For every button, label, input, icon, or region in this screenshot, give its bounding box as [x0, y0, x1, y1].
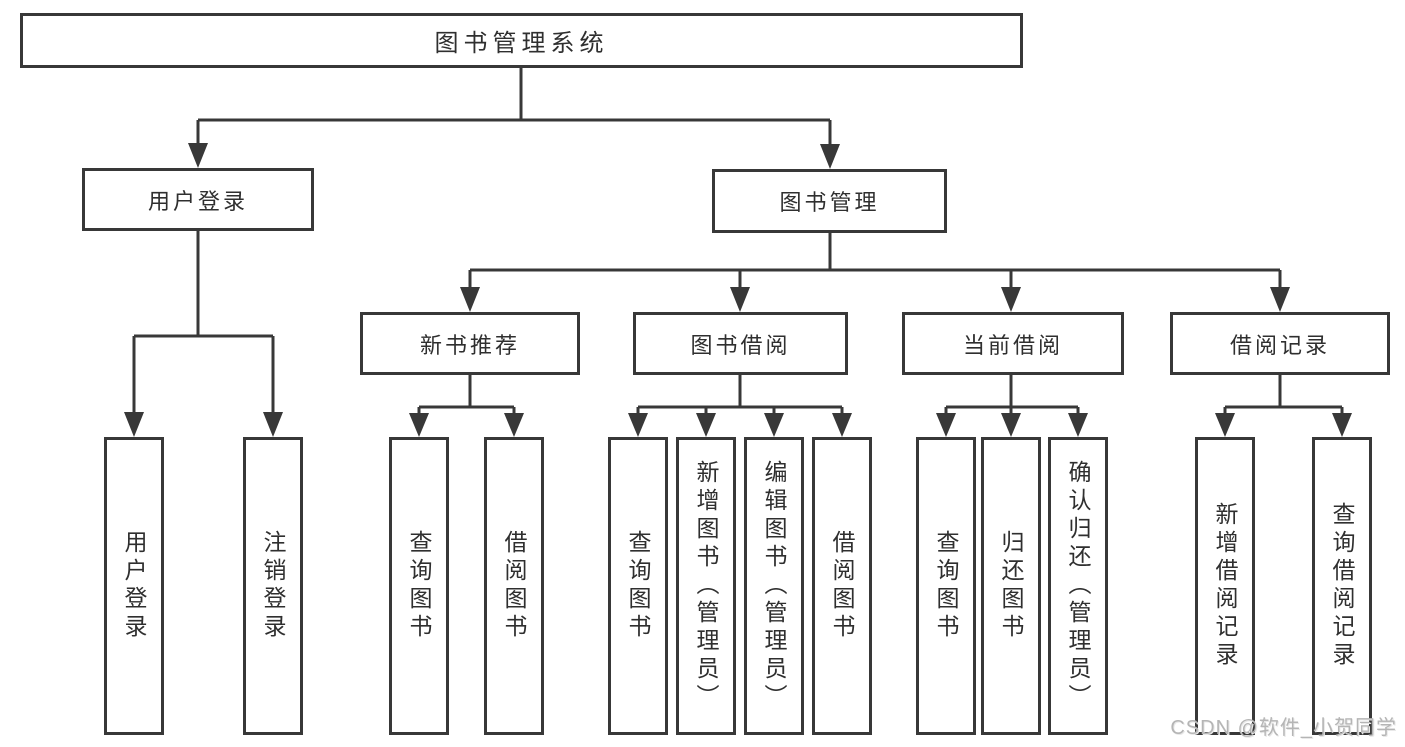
- leaf-query-books-current: 查询图书: [916, 437, 976, 735]
- connector-book-borrow-children: [628, 375, 852, 437]
- connector-borrow-records-children: [1215, 375, 1352, 437]
- leaf-add-book-admin: 新增图书（管理员）: [676, 437, 736, 735]
- node-new-book-recommend: 新书推荐: [360, 312, 580, 375]
- connector-current-borrow-children: [936, 375, 1088, 437]
- node-library-system: 图书管理系统: [20, 13, 1023, 68]
- leaf-user-login: 用户登录: [104, 437, 164, 735]
- connector-root-to-level2: [188, 68, 840, 169]
- leaf-confirm-return-admin: 确认归还（管理员）: [1048, 437, 1108, 735]
- arrowhead: [832, 413, 852, 437]
- arrowhead: [263, 412, 283, 437]
- arrowhead: [504, 413, 524, 437]
- arrowhead: [820, 144, 840, 169]
- leaf-borrow-books-borrowing: 借阅图书: [812, 437, 872, 735]
- node-borrow-records: 借阅记录: [1170, 312, 1390, 375]
- arrowhead: [124, 412, 144, 437]
- arrowhead: [409, 413, 429, 437]
- leaf-query-books-borrowing: 查询图书: [608, 437, 668, 735]
- arrowhead: [1001, 287, 1021, 312]
- arrowhead: [1332, 413, 1352, 437]
- arrowhead: [1270, 287, 1290, 312]
- leaf-return-book: 归还图书: [981, 437, 1041, 735]
- connector-book-mgmt-children: [460, 233, 1290, 312]
- node-book-management: 图书管理: [712, 169, 947, 233]
- node-book-borrowing: 图书借阅: [633, 312, 848, 375]
- arrowhead: [730, 287, 750, 312]
- arrowhead: [1001, 413, 1021, 437]
- leaf-logout: 注销登录: [243, 437, 303, 735]
- node-current-borrowing: 当前借阅: [902, 312, 1124, 375]
- connector-new-book-rec-children: [409, 375, 524, 437]
- watermark: CSDN @软件_小贺同学: [1170, 717, 1397, 739]
- leaf-borrow-books-recommend: 借阅图书: [484, 437, 544, 735]
- connector-user-login-children: [124, 231, 283, 437]
- leaf-query-borrow-record: 查询借阅记录: [1312, 437, 1372, 735]
- arrowhead: [628, 413, 648, 437]
- arrowhead: [936, 413, 956, 437]
- arrowhead: [1215, 413, 1235, 437]
- arrowhead: [764, 413, 784, 437]
- arrowhead: [1068, 413, 1088, 437]
- node-user-login: 用户登录: [82, 168, 314, 231]
- leaf-add-borrow-record: 新增借阅记录: [1195, 437, 1255, 735]
- leaf-query-books-recommend: 查询图书: [389, 437, 449, 735]
- arrowhead: [696, 413, 716, 437]
- leaf-edit-book-admin: 编辑图书（管理员）: [744, 437, 804, 735]
- arrowhead: [188, 143, 208, 168]
- arrowhead: [460, 287, 480, 312]
